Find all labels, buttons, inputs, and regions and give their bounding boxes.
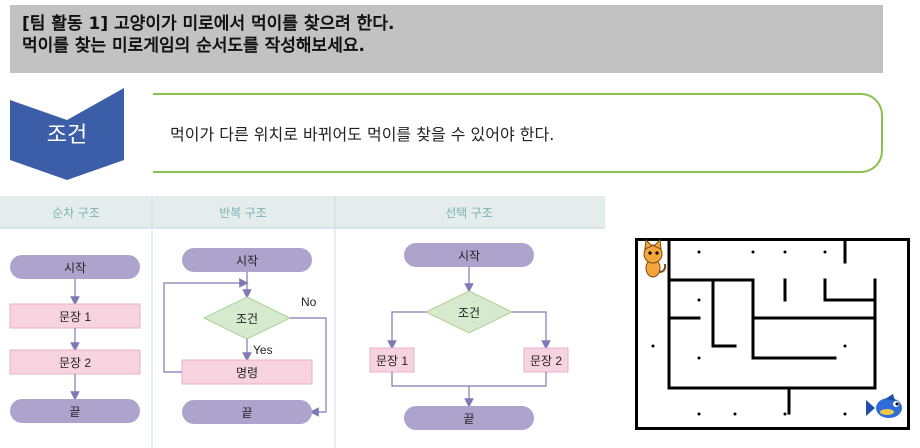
selection-flowchart: 시작 조건 문장 1 문장 2 끝 (369, 243, 569, 430)
sequence-title: 순차 구조 (52, 206, 100, 220)
selection-title: 선택 구조 (445, 206, 493, 220)
sel-cond-label: 조건 (458, 306, 480, 320)
loop-end-node (182, 400, 312, 424)
loop-flowchart: 시작 조건 No Yes 명령 끝 (163, 248, 327, 424)
sel-stmt1-node (369, 347, 415, 373)
sel-stmt2-label: 문장 2 (530, 354, 562, 368)
seq-start-node (10, 255, 140, 279)
seq-end-node (10, 399, 140, 423)
seq-stmt2-node (9, 349, 141, 375)
sel-start-node (404, 243, 534, 267)
sel-stmt2-node (523, 347, 569, 373)
maze-walls (667, 238, 877, 415)
loop-title: 반복 구조 (219, 206, 267, 220)
loop-cmd-label: 명령 (236, 366, 258, 380)
sel-stmt1-label: 문장 1 (376, 354, 408, 368)
loop-end-label: 끝 (241, 406, 252, 420)
seq-stmt1-node (9, 303, 141, 329)
loop-yes-label: Yes (253, 343, 273, 357)
condition-text: 먹이가 다른 위치로 바뀌어도 먹이를 찾을 수 있어야 한다. (170, 125, 555, 144)
header-line-2: 먹이를 찾는 미로게임의 순서도를 작성해보세요. (22, 36, 365, 56)
loop-no-label: No (301, 295, 317, 309)
seq-stmt2-label: 문장 2 (59, 356, 91, 370)
maze-grid-dots (651, 250, 847, 416)
header-line-1: [팀 활동 1] 고양이가 미로에서 먹이를 찾으려 한다. (22, 14, 395, 34)
condition-chevron-icon (10, 88, 124, 180)
fish-icon (866, 394, 902, 418)
maze-border (635, 238, 910, 430)
loop-cmd-node (181, 359, 313, 385)
cat-icon (643, 238, 667, 278)
sel-end-node (404, 406, 534, 430)
sel-end-label: 끝 (463, 412, 474, 426)
loop-start-label: 시작 (236, 254, 258, 268)
seq-start-label: 시작 (64, 261, 86, 275)
loop-cond-label: 조건 (236, 312, 258, 326)
activity-header: [팀 활동 1] 고양이가 미로에서 먹이를 찾으려 한다. 먹이를 찾는 미로… (10, 5, 883, 73)
sel-decision-node (424, 290, 514, 334)
seq-stmt1-label: 문장 1 (59, 310, 91, 324)
sel-start-label: 시작 (458, 249, 480, 263)
loop-start-node (182, 248, 312, 272)
table-header (0, 196, 605, 228)
sequence-flowchart: 시작 문장 1 문장 2 끝 (9, 255, 141, 423)
condition-label: 조건 (46, 123, 88, 148)
seq-end-label: 끝 (69, 405, 80, 419)
flowchart-structures: 순차 구조 반복 구조 선택 구조 시작 문장 1 문장 2 끝 시작 조건 N… (0, 196, 605, 448)
condition-box (153, 93, 883, 173)
maze-game (635, 238, 910, 430)
